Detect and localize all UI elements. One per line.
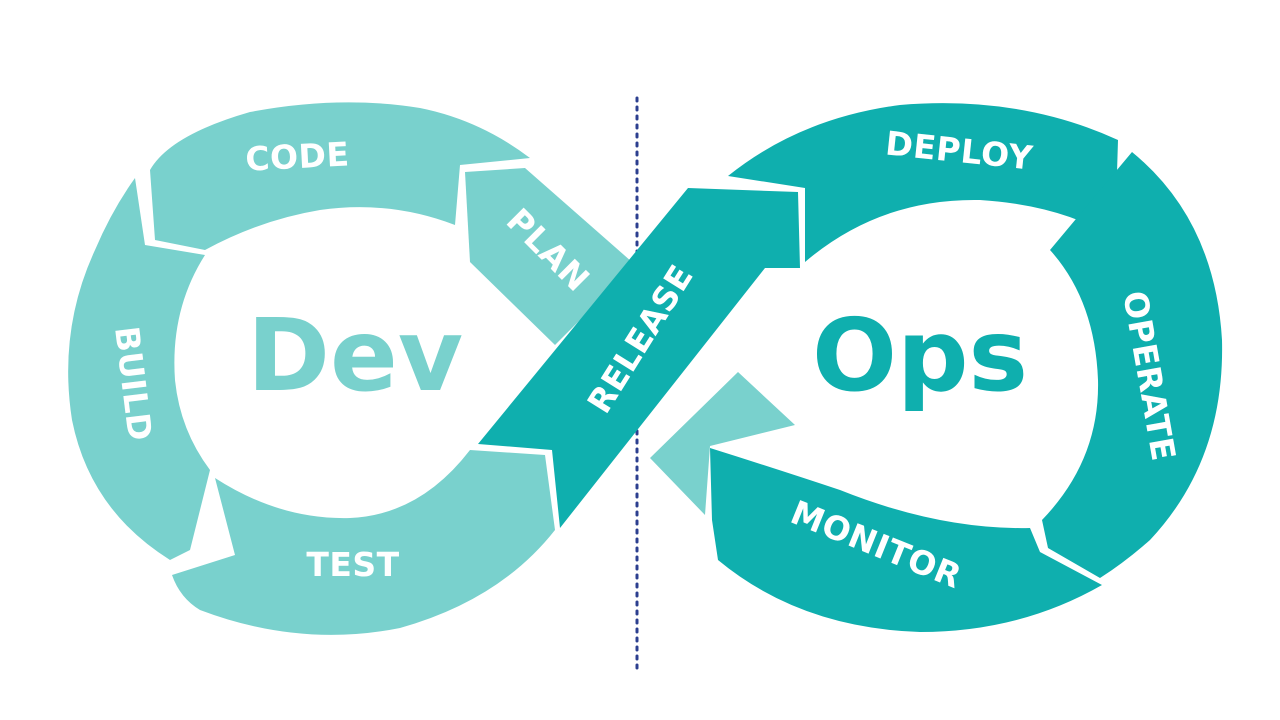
release-segment xyxy=(478,188,800,528)
monitor-segment xyxy=(710,448,1102,632)
ops-loop xyxy=(478,103,1223,632)
dev-word: Dev xyxy=(247,297,463,414)
test-segment xyxy=(172,450,555,635)
operate-segment xyxy=(1042,152,1223,578)
dev-loop xyxy=(68,102,632,635)
code-segment xyxy=(150,102,530,250)
ops-word: Ops xyxy=(812,297,1028,414)
code-label: CODE xyxy=(244,134,350,178)
plan-segment xyxy=(465,168,632,345)
test-label: TEST xyxy=(306,545,399,584)
deploy-segment xyxy=(728,103,1118,262)
monitor-wedge xyxy=(650,372,795,515)
build-segment xyxy=(68,178,210,560)
